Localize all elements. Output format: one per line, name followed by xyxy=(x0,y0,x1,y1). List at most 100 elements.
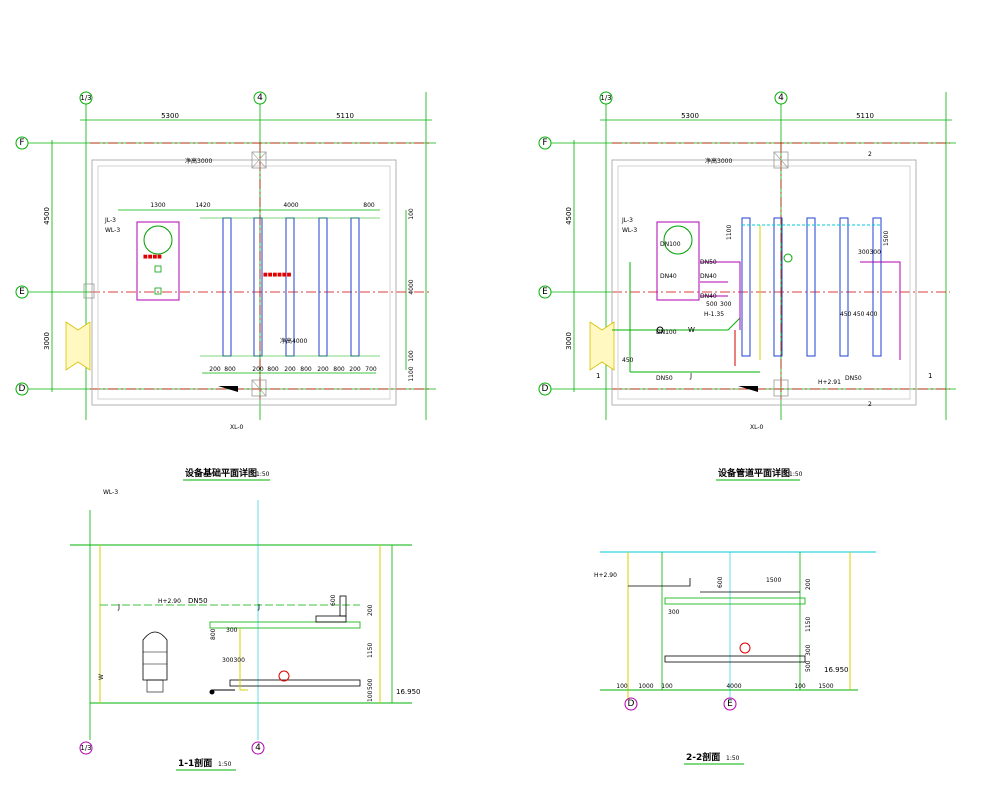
dn-label-1: DN50 xyxy=(700,259,717,266)
foundation-strips xyxy=(222,217,360,357)
axis-label-4: 4 xyxy=(257,93,263,103)
dn-label-4: DN40 xyxy=(700,293,717,300)
pipe-label-jl3: JL-3 xyxy=(104,217,116,224)
tank-circle xyxy=(143,225,173,255)
plan-1-equipment-foundation: 1/3 4 F E D xyxy=(15,91,436,481)
dim-bottom-7: 800 xyxy=(333,366,345,373)
dim-left-b-b: 3000 xyxy=(565,332,573,350)
dim-equip-a: 1300 xyxy=(150,202,165,209)
tank-foundation-b xyxy=(656,221,700,301)
s2-elev: H+2.90 xyxy=(594,572,617,579)
axis-label-1-3-b: 1/3 xyxy=(600,94,611,102)
svg-text:■■■■■■: ■■■■■■ xyxy=(263,272,292,278)
dim-right-d: 1100 xyxy=(408,366,415,381)
dim-bottom-6: 200 xyxy=(317,366,329,373)
dim-300: 300 xyxy=(720,301,732,308)
s2-dim-300: 300 xyxy=(668,609,680,616)
axis-label-e: E xyxy=(19,287,25,297)
axis-lines-b xyxy=(612,142,950,400)
axis-label-e-b: E xyxy=(542,287,548,297)
pipe-label-jl3-b: JL-3 xyxy=(621,217,633,224)
s1-axis-bubble-right xyxy=(251,741,265,755)
axis-label-f-b: F xyxy=(542,138,547,148)
s2-pump-circle xyxy=(739,642,751,654)
axis-lines xyxy=(90,142,430,400)
dn-label-2: DN40 xyxy=(660,273,677,280)
dim-450b: 450 xyxy=(853,311,865,318)
plan-2-equipment-piping: 1/3 4 F E D xyxy=(538,91,956,481)
s2-axis-bubble-e xyxy=(723,697,737,711)
axis-label-d: D xyxy=(19,384,26,394)
room-wall-outer-b xyxy=(611,159,917,406)
dim-equip-c: 4000 xyxy=(283,202,298,209)
s2-dim-1150: 1150 xyxy=(805,617,812,632)
s2-dim-bottom-2: 100 xyxy=(661,683,673,690)
dim-left-b: 3000 xyxy=(43,332,51,350)
dn-label-3: DN40 xyxy=(700,273,717,280)
dim-1100: 1100 xyxy=(726,225,733,240)
net-height-b: 净高3000 xyxy=(705,157,732,165)
s1-pipe-label: WL-3 xyxy=(103,489,118,496)
room-wall-inner-b xyxy=(617,165,911,400)
section-mark-2a: 2 xyxy=(868,151,872,158)
s2-title: 2-2剖面 xyxy=(686,751,720,763)
s1-dn50: DN50 xyxy=(188,597,208,605)
s2-dim-200: 200 xyxy=(805,578,812,590)
s2-dim-1500: 1500 xyxy=(766,577,781,584)
bottom-dimension-labels: 200 800 200 800 200 800 200 800 200 700 xyxy=(209,366,377,373)
drain-symbol xyxy=(218,386,238,392)
tank-label: ■■■■ xyxy=(143,254,162,260)
dim-top-b: 5110 xyxy=(336,112,354,120)
s1-dim-300300: 300300 xyxy=(222,657,245,664)
s1-elev: H+2.90 xyxy=(158,598,181,605)
s2-dim-bottom-3: 4000 xyxy=(726,683,741,690)
pipe-w-label: W xyxy=(688,326,695,334)
column-left xyxy=(83,283,95,299)
s1-dim-800: 800 xyxy=(210,628,217,640)
pressure-tank xyxy=(142,631,168,693)
piping xyxy=(612,224,901,373)
s1-axis-right: 4 xyxy=(255,743,261,753)
dim-equip-d: 800 xyxy=(363,202,375,209)
s2-dim-bottom-1: 1000 xyxy=(638,683,653,690)
s1-title: 1-1剖面 xyxy=(178,757,212,769)
door-symbol xyxy=(65,321,91,371)
axis-label-1-3: 1/3 xyxy=(80,94,91,102)
dim-right-b: 4000 xyxy=(408,279,415,294)
dim-bottom-9: 700 xyxy=(365,366,377,373)
s2-axis-d: D xyxy=(628,699,635,709)
s1-dim-100: 100 xyxy=(367,690,374,702)
dn-label-0: DN100 xyxy=(660,241,681,248)
s1-scale: 1:50 xyxy=(218,761,232,768)
dim-bottom-3: 800 xyxy=(267,366,279,373)
dim-bottom-0: 200 xyxy=(209,366,221,373)
tank-foundation xyxy=(136,221,180,301)
s2-dim-bottom-0: 100 xyxy=(616,683,628,690)
s2-bottom-dims: 100 1000 100 4000 100 1500 xyxy=(616,683,834,690)
s1-w: W xyxy=(98,674,105,680)
s2-dim-500: 500 xyxy=(805,660,812,672)
section-mark-1b: 1 xyxy=(928,372,932,380)
s1-dim-200: 200 xyxy=(367,604,374,616)
plan2-scale: 1:50 xyxy=(789,471,803,478)
dim-bottom-5: 800 xyxy=(300,366,312,373)
s1-dim-1150: 1150 xyxy=(367,643,374,658)
dim-bottom-1: 800 xyxy=(224,366,236,373)
pump-circle xyxy=(278,670,290,682)
dim-450a: 450 xyxy=(840,311,852,318)
pipe-j-label: J xyxy=(689,372,692,380)
net-height-mid: 净高4000 xyxy=(280,337,307,345)
s2-dim-600: 600 xyxy=(717,576,724,588)
s1-dim-600: 600 xyxy=(330,594,337,606)
s1-axis-left: 1/3 xyxy=(80,744,91,752)
dim-1500-b: 1500 xyxy=(883,231,890,246)
elev-h-1-35: H-1.35 xyxy=(704,311,724,318)
pipe-label-xl0-b: XL-0 xyxy=(750,424,764,431)
axis-label-f: F xyxy=(19,138,24,148)
dim-bottom-8: 200 xyxy=(349,366,361,373)
column-top xyxy=(251,151,267,169)
section-mark-2b: 2 xyxy=(868,401,872,408)
dim-top-a: 5300 xyxy=(161,112,179,120)
pipe-label-wl3: WL-3 xyxy=(105,227,120,234)
